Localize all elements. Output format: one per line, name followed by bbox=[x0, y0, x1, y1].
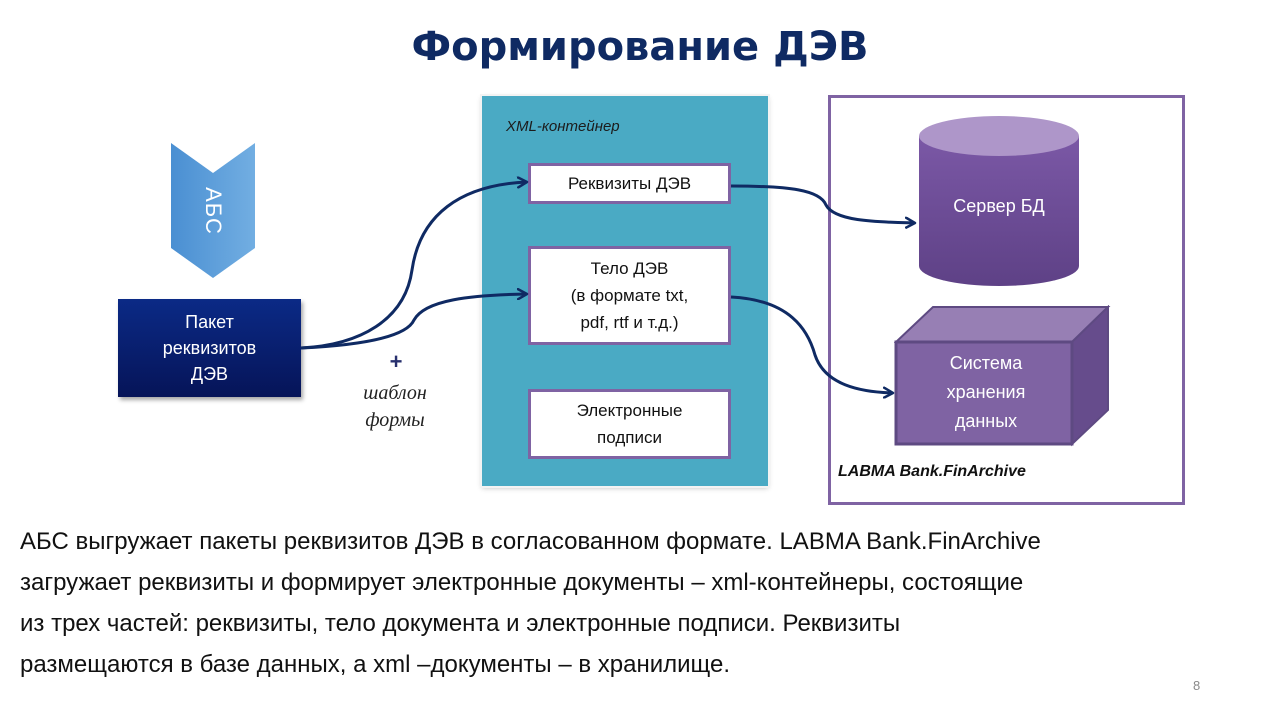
packet-line: Пакет bbox=[185, 312, 234, 332]
storage-cube-icon bbox=[894, 305, 1111, 447]
abs-label: АБС bbox=[200, 186, 226, 235]
xml-container-label: XML-контейнер bbox=[506, 118, 620, 135]
db-server-label: Сервер БД bbox=[953, 196, 1045, 216]
description-line: из трех частей: реквизиты, тело документ… bbox=[20, 610, 901, 637]
storage-system-label: Система хранения данных bbox=[946, 353, 1026, 431]
database-cylinder-icon bbox=[919, 116, 1079, 286]
slide-title: Формирование ДЭВ bbox=[411, 24, 869, 70]
description-line: размещаются в базе данных, а xml –докуме… bbox=[20, 651, 731, 678]
packet-line: ДЭВ bbox=[190, 364, 229, 384]
requisites-part-box: Реквизиты ДЭВ bbox=[528, 163, 731, 204]
description-line: АБС выгружает пакеты реквизитов ДЭВ в со… bbox=[20, 528, 1041, 555]
plus-icon: + bbox=[389, 349, 403, 374]
signatures-part-box: Электронные подписи bbox=[528, 389, 731, 459]
finarchive-label: LABMA Bank.FinArchive bbox=[838, 463, 1026, 480]
slide-description: АБС выгружает пакеты реквизитов ДЭВ в со… bbox=[20, 521, 1265, 685]
abs-chevron-arrow-icon bbox=[171, 143, 255, 278]
requisites-packet-box: Пакет реквизитов ДЭВ bbox=[118, 299, 301, 397]
packet-line: реквизитов bbox=[162, 338, 257, 358]
document-body-part-box: Тело ДЭВ (в формате txt, pdf, rtf и т.д.… bbox=[528, 246, 731, 345]
form-template-caption: шаблон формы bbox=[363, 382, 427, 431]
page-number: 8 bbox=[1193, 678, 1201, 693]
description-line: загружает реквизиты и формирует электрон… bbox=[20, 569, 1024, 596]
